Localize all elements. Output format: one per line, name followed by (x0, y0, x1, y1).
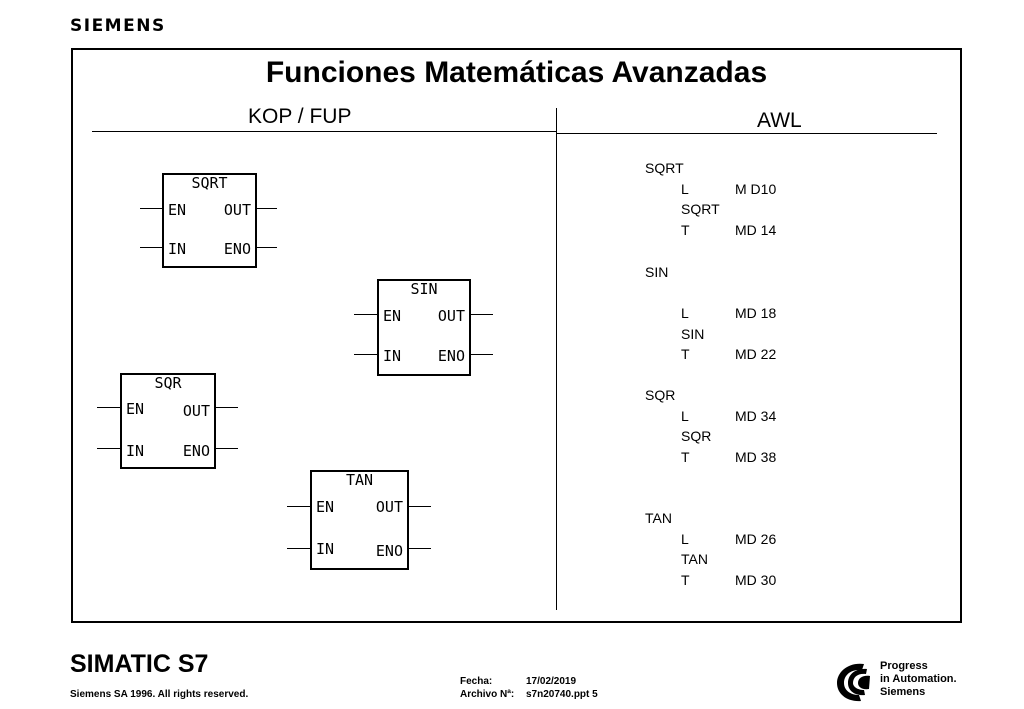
awl-operand: MD 26 (735, 530, 777, 547)
awl-tan-section: TAN L MD 26 TAN T MD 30 (645, 508, 776, 590)
awl-instruction: T (681, 221, 690, 238)
awl-operand: MD 34 (735, 407, 777, 424)
slogan-line: in Automation. (880, 673, 957, 685)
awl-instruction: SIN (681, 325, 705, 342)
block-en-label: EN (316, 498, 335, 516)
sqr-eno-pin (214, 448, 238, 449)
slogan-line: Siemens (880, 686, 926, 698)
tan-out-pin (407, 506, 431, 507)
function-block-tan: TAN EN OUT IN ENO (310, 470, 409, 570)
file-value: s7n20740.ppt 5 (526, 689, 598, 700)
tan-en-pin (287, 506, 312, 507)
awl-sqr-section: SQR L MD 34 SQR T MD 38 (645, 385, 776, 467)
awl-heading: SQRT (645, 160, 684, 176)
block-eno-label: ENO (375, 542, 403, 560)
sqrt-en-pin (140, 208, 164, 209)
awl-instruction: TAN (681, 551, 708, 567)
sqr-in-pin (97, 448, 122, 449)
header-divider-right (556, 133, 937, 134)
sin-out-pin (469, 314, 493, 315)
awl-heading: SQR (645, 387, 676, 403)
awl-instruction: T (681, 346, 690, 362)
function-block-sqrt: SQRT EN OUT IN ENO (162, 173, 257, 268)
block-in-label: IN (383, 347, 402, 365)
sin-in-pin (354, 354, 378, 355)
column-header-kop-fup: KOP / FUP (248, 105, 352, 128)
sin-en-pin (354, 314, 378, 315)
block-in-label: IN (316, 540, 335, 558)
block-en-label: EN (383, 307, 402, 325)
awl-instruction: L (681, 180, 689, 197)
awl-operand: MD 30 (735, 571, 777, 588)
awl-sin-section: SIN L MD 18 SIN T MD 22 (645, 262, 776, 365)
awl-instruction: L (681, 407, 689, 424)
awl-instruction: L (681, 305, 689, 321)
file-metadata: Fecha: 17/02/2019 Archivo Nª: s7n20740.ppt… (460, 675, 598, 701)
sqrt-out-pin (255, 208, 277, 209)
date-value: 17/02/2019 (526, 676, 577, 687)
awl-operand: MD 14 (735, 221, 777, 238)
block-eno-label: ENO (437, 347, 465, 365)
copyright-notice: Siemens SA 1996. All rights reserved. (70, 689, 249, 700)
block-in-label: IN (168, 240, 187, 258)
awl-operand: M D10 (735, 180, 777, 197)
block-title: SQRT (191, 174, 228, 192)
block-in-label: IN (126, 442, 145, 460)
function-block-sqr: SQR EN OUT IN ENO (120, 373, 216, 469)
column-header-awl: AWL (757, 109, 802, 132)
slogan: Progress in Automation. Siemens (880, 660, 957, 699)
awl-operand: MD 38 (735, 448, 777, 465)
block-title: TAN (345, 471, 374, 489)
awl-operand: MD 22 (735, 346, 777, 362)
tan-in-pin (287, 548, 312, 549)
sin-eno-pin (469, 354, 493, 355)
awl-operand: MD 18 (735, 305, 777, 321)
sqrt-in-pin (140, 247, 164, 248)
awl-sqrt-section: SQRT L M D10 SQRT T MD 14 (645, 158, 776, 240)
block-out-label: OUT (375, 498, 403, 516)
awl-instruction: L (681, 530, 689, 547)
block-out-label: OUT (437, 307, 465, 325)
awl-heading: SIN (645, 264, 669, 280)
file-label: Archivo Nª: (460, 689, 515, 700)
header-divider-left (92, 131, 556, 132)
awl-heading: TAN (645, 510, 672, 526)
block-title: SIN (410, 280, 438, 298)
tan-eno-pin (407, 548, 431, 549)
function-block-sin: SIN EN OUT IN ENO (377, 279, 471, 376)
sqr-out-pin (214, 407, 238, 408)
block-title: SQR (154, 374, 182, 392)
awl-instruction: SQRT (681, 201, 720, 217)
awl-instruction: T (681, 571, 690, 588)
block-eno-label: ENO (182, 442, 210, 460)
slide-frame: Funciones Matemáticas Avanzadas KOP / FU… (71, 48, 962, 623)
awl-instruction: SQR (681, 428, 712, 444)
block-eno-label: ENO (223, 240, 251, 258)
product-name: SIMATIC S7 (70, 650, 209, 678)
column-divider (556, 108, 557, 610)
block-out-label: OUT (223, 201, 251, 219)
siemens-logo: SIEMENS (70, 16, 166, 36)
slogan-line: Progress (880, 660, 928, 672)
sqrt-eno-pin (255, 247, 277, 248)
sqr-en-pin (97, 407, 122, 408)
date-label: Fecha: (460, 676, 493, 687)
slide-title: Funciones Matemáticas Avanzadas (265, 56, 768, 89)
progress-logo-icon (837, 663, 870, 702)
block-en-label: EN (168, 201, 187, 219)
block-out-label: OUT (182, 402, 210, 420)
block-en-label: EN (126, 400, 145, 418)
awl-instruction: T (681, 448, 690, 465)
